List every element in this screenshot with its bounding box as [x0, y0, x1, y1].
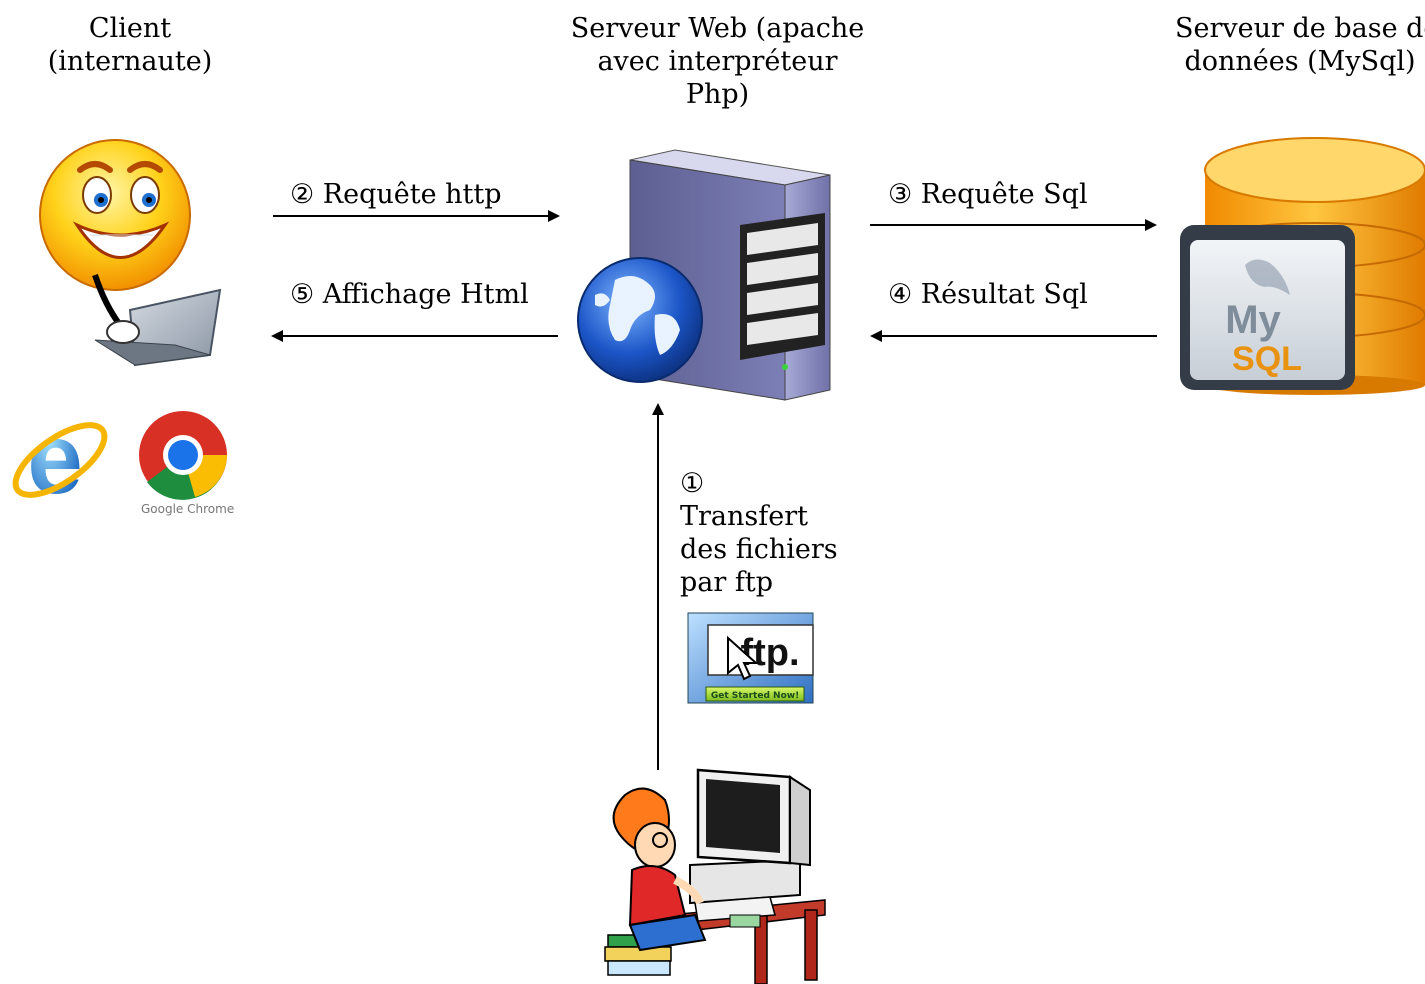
server-title-line3: Php)	[685, 79, 750, 110]
database-title-line2: données (MySql)	[1184, 46, 1416, 77]
internet-explorer-icon: e	[12, 403, 108, 515]
smiley-laptop-icon	[39, 139, 222, 367]
label-sql-result: ④ Résultat Sql	[888, 279, 1088, 310]
mysql-database-icon: My SQL	[1180, 137, 1425, 395]
mysql-logo-sql: SQL	[1232, 340, 1302, 378]
ftp-line3: par ftp	[680, 567, 773, 598]
database-title: Serveur de base de données (MySql)	[1175, 12, 1425, 78]
ftp-logo-text: ftp.	[740, 632, 799, 674]
server-title-line2: avec interpréteur	[597, 46, 838, 77]
client-title: Client (internaute)	[20, 12, 240, 78]
server-title-line1: Serveur Web (apache	[570, 13, 865, 44]
client-title-line2: (internaute)	[47, 46, 213, 77]
ftp-line1: Transfert	[680, 501, 808, 532]
label-sql-request: ③ Requête Sql	[888, 179, 1088, 210]
ftp-step-number: ①	[680, 468, 705, 499]
database-title-line1: Serveur de base de	[1175, 13, 1425, 44]
ftp-line2: des fichiers	[680, 534, 838, 565]
chrome-caption: Google Chrome	[141, 502, 235, 516]
ftp-icon: ftp. Get Started Now!	[687, 612, 814, 704]
globe-icon	[577, 257, 703, 383]
label-http-request: ② Requête http	[290, 179, 502, 210]
google-chrome-icon	[139, 411, 227, 500]
label-ftp-transfer: ① Transfert des fichiers par ftp	[680, 467, 838, 599]
developer-computer-icon	[604, 768, 826, 984]
ftp-button-text: Get Started Now!	[711, 691, 799, 701]
label-html-display: ⑤ Affichage Html	[290, 279, 529, 310]
mysql-logo-my: My	[1225, 298, 1281, 342]
web-server-icon	[577, 149, 831, 401]
server-title: Serveur Web (apache avec interpréteur Ph…	[560, 12, 875, 111]
client-title-line1: Client	[88, 13, 172, 44]
